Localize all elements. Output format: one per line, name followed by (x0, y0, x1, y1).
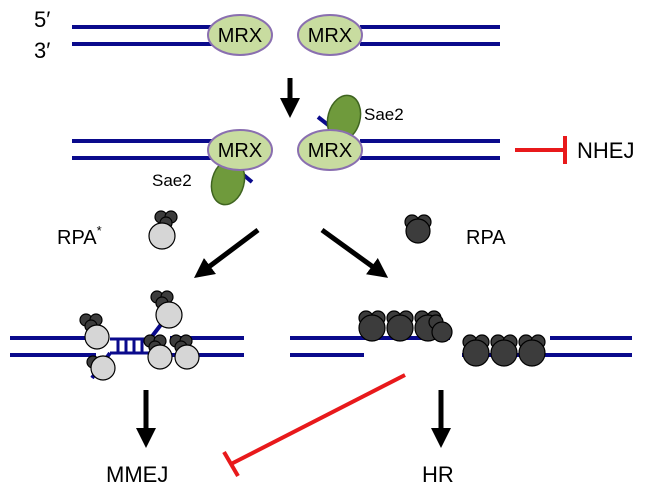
mrx-complex-left-row1 (207, 14, 273, 56)
dna-left-duplex-row1 (72, 25, 232, 46)
five-prime-label: 5′ (34, 7, 50, 32)
rpa-legend: RPA (404, 214, 506, 249)
dna-left-duplex-hr (290, 336, 364, 357)
dna-right-duplex-row2 (360, 139, 500, 160)
dna-right-duplex-row1 (360, 25, 500, 46)
rpa-star-complex-icon (148, 210, 178, 250)
dna-left-duplex-mmej (10, 336, 96, 357)
rpa-star-label: RPA* (57, 223, 102, 249)
mmej-inhibition-symbol (222, 373, 406, 478)
rpa-star-bound-1 (79, 313, 110, 350)
mmej-label: MMEJ (106, 462, 168, 487)
dna-left-duplex-row2 (72, 139, 232, 160)
sae2-label-left: Sae2 (152, 171, 192, 190)
mrx-complex-right-row1 (297, 14, 363, 56)
mrx-label-left-row2: MRX (218, 140, 262, 162)
rpa-star-bound-3 (143, 334, 173, 370)
mrx-label-right-row1: MRX (308, 25, 352, 47)
mrx-complex-left-row2 (207, 129, 273, 171)
mmej-intermediate (10, 290, 244, 381)
hr-intermediate (290, 310, 632, 367)
row2-sae2-resection: MRX MRX Sae2 Sae2 NHEJ (72, 94, 634, 206)
rpa-star-bound-2 (150, 290, 183, 329)
mrx-label-left-row1: MRX (218, 25, 262, 47)
rpa-filament-top (358, 310, 453, 343)
nhej-label: NHEJ (577, 138, 634, 163)
three-prime-label: 3′ (34, 38, 50, 63)
rpa-complex-icon (404, 214, 432, 244)
hr-label: HR (422, 462, 454, 487)
row1-dna-break: 5′ 3′ MRX MRX (34, 7, 500, 63)
rpa-label: RPA (466, 227, 506, 249)
rpa-star-bound-4 (169, 334, 200, 370)
rpa-star-legend: RPA* (57, 210, 178, 250)
arrow-to-hr-branch (320, 227, 389, 278)
nhej-inhibition-symbol (515, 136, 567, 164)
arrow-to-mmej-branch (194, 228, 260, 278)
mrx-label-right-row2: MRX (308, 140, 352, 162)
dna-right-duplex-hr (550, 336, 632, 357)
mrx-complex-right-row2 (297, 129, 363, 171)
rpa-filament-bottom (462, 334, 546, 367)
rpa-star-bound-5 (86, 355, 116, 381)
sae2-label-right: Sae2 (364, 105, 404, 124)
